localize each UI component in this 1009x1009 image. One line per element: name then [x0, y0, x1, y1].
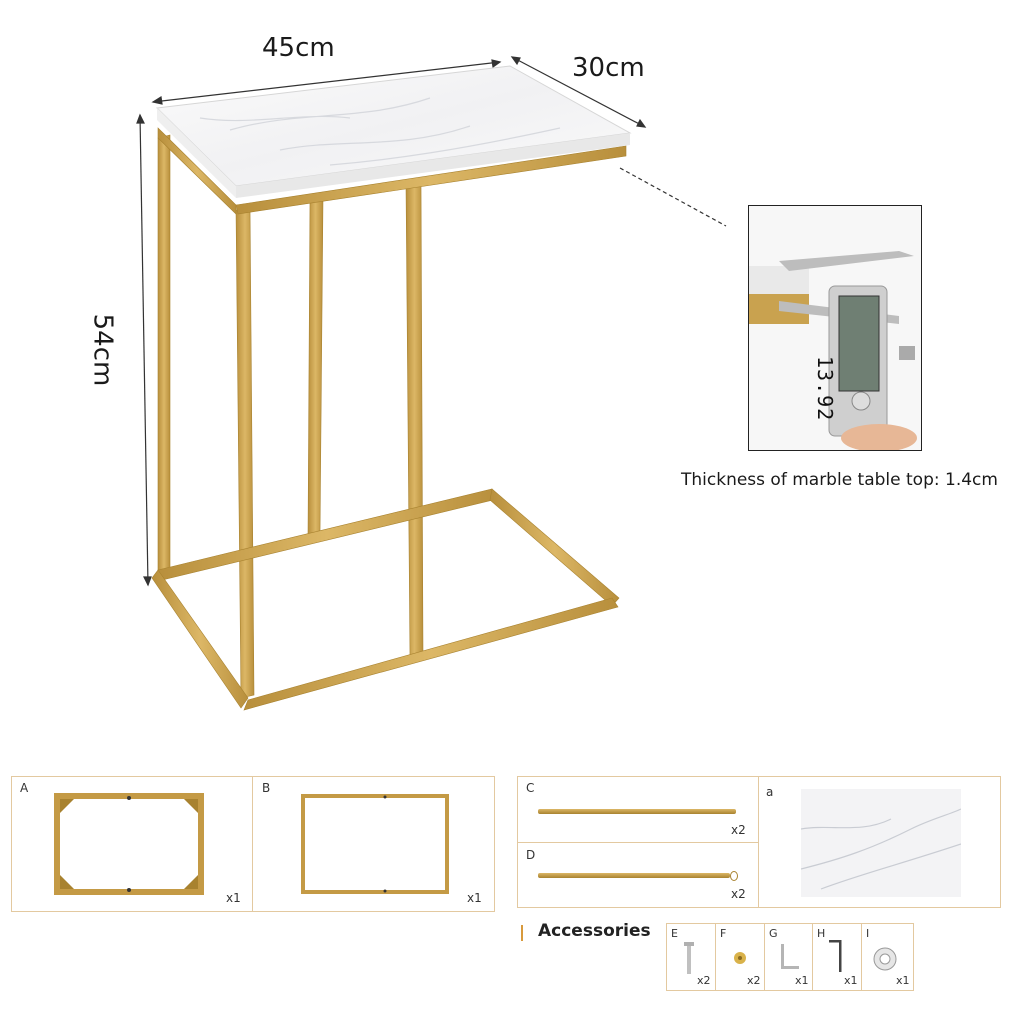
frame-a-icon [54, 793, 204, 895]
caliper-icon [749, 251, 917, 450]
accessories-panel: E x2 F x2 G x1 H x1 I [666, 923, 914, 991]
dimension-lines [136, 56, 647, 587]
accessory-qty-g: x1 [795, 974, 809, 987]
part-label-a: A [20, 781, 29, 795]
table-frame [151, 127, 627, 711]
thickness-caption: Thickness of marble table top: 1.4cm [681, 470, 998, 490]
accessory-label-f: F [720, 927, 727, 940]
accessory-qty-e: x2 [697, 974, 711, 987]
accessory-e: E x2 [667, 924, 715, 990]
parts-panel-rods: C x2 D x2 a [517, 776, 1001, 908]
bracket-icon [781, 944, 799, 969]
accessory-qty-i: x1 [896, 974, 910, 987]
part-qty-a: x1 [226, 891, 241, 905]
part-label-marble: a [766, 785, 774, 799]
rod-c-icon [538, 809, 736, 814]
washer-icon [873, 947, 897, 971]
accessory-label-h: H [817, 927, 826, 940]
thickness-leader-line [619, 167, 727, 227]
height-dimension-label: 54cm [87, 313, 118, 387]
frame-b-icon [301, 794, 449, 894]
allen-key-icon [829, 940, 842, 972]
accessory-i: I x1 [861, 924, 914, 990]
rod-d-end-icon [730, 871, 738, 881]
part-label-c: C [526, 781, 535, 795]
caliper-photo: 13.92 [748, 205, 922, 451]
accessories-accent-bar [521, 925, 523, 941]
accessory-label-g: G [769, 927, 778, 940]
part-qty-b: x1 [467, 891, 482, 905]
bolt-icon [684, 942, 694, 974]
parts-panel-frames: A x1 B x1 [11, 776, 495, 912]
accessory-label-e: E [671, 927, 678, 940]
part-qty-c: x2 [731, 823, 746, 837]
nut-icon [734, 952, 746, 964]
part-qty-d: x2 [731, 887, 746, 901]
part-label-b: B [262, 781, 271, 795]
accessories-title: Accessories [538, 921, 651, 941]
product-illustration [136, 56, 727, 711]
accessory-label-i: I [866, 927, 870, 940]
part-label-d: D [526, 848, 536, 862]
accessory-g: G x1 [764, 924, 813, 990]
marble-slab-icon [801, 789, 961, 897]
accessory-f: F x2 [715, 924, 765, 990]
accessory-h: H x1 [812, 924, 862, 990]
width-dimension-label: 45cm [262, 33, 335, 63]
accessory-qty-h: x1 [844, 974, 858, 987]
marble-tabletop [155, 65, 632, 198]
depth-dimension-label: 30cm [572, 53, 645, 83]
accessory-qty-f: x2 [747, 974, 761, 987]
rod-d-icon [538, 873, 730, 878]
caliper-reading: 13.92 [813, 356, 837, 422]
